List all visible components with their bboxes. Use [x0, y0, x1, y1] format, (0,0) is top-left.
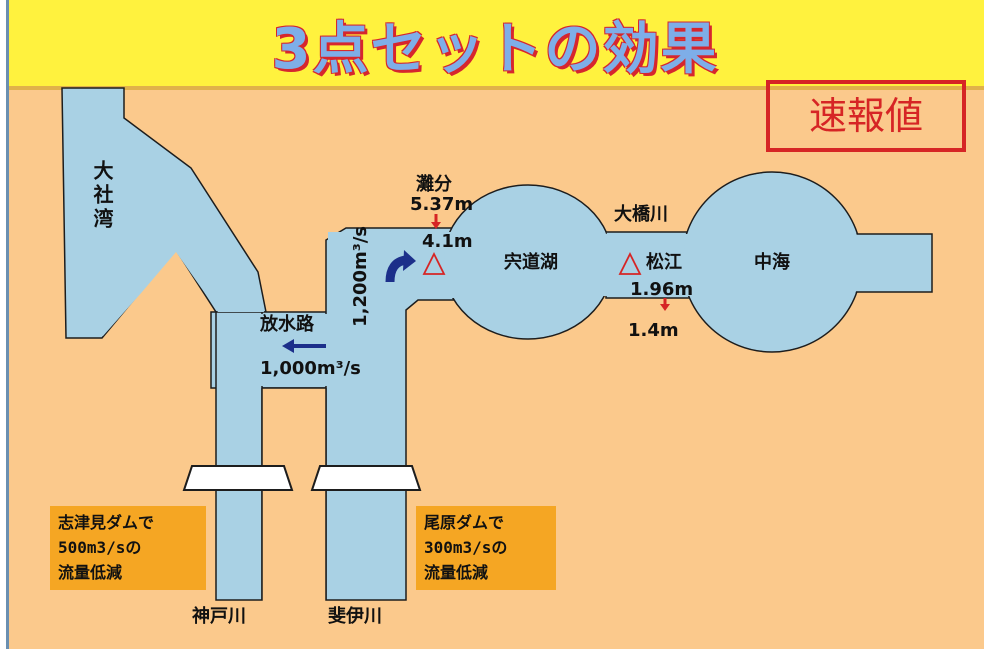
- upper-level-value: 4.1m: [422, 231, 473, 252]
- level-down-arrow-upper: [431, 214, 441, 229]
- note-line: 流量低減: [58, 563, 123, 582]
- kando-river-label: 神戸川: [192, 606, 246, 627]
- observation-point-upper: [422, 251, 446, 275]
- shitsumi-dam: [182, 465, 294, 491]
- note-line: 流量低減: [424, 563, 489, 582]
- title-band-edge: [6, 86, 984, 90]
- left-edge: [6, 0, 9, 649]
- spillway-arrow: [282, 339, 326, 353]
- matsue-label: 松江: [646, 252, 682, 273]
- note-line: 500m3/sの: [58, 538, 142, 557]
- preliminary-badge: 速報値: [766, 80, 966, 152]
- slide: 3点セットの効果 速報値 大社湾 灘分 5.37m 4.1m 宍道湖 大橋川 松…: [6, 0, 984, 649]
- title-band: [6, 0, 984, 88]
- bay-label: 大社湾: [90, 160, 114, 232]
- nada-bun-label: 灘分: [416, 174, 452, 195]
- nakaumi-label: 中海: [754, 252, 790, 273]
- matsue-level-value: 1.96m: [630, 279, 694, 300]
- obara-dam-note: 尾原ダムで 300m3/sの 流量低減: [416, 506, 556, 590]
- lake-shinji-label: 宍道湖: [504, 252, 558, 273]
- note-line: 尾原ダムで: [424, 513, 505, 532]
- land-gap: [262, 388, 326, 600]
- spillway-label: 放水路: [260, 314, 314, 335]
- nada-bun-level: 5.37m: [410, 194, 474, 215]
- note-line: 志津見ダムで: [58, 513, 155, 532]
- spillway-flow-value: 1,000m³/s: [260, 358, 361, 379]
- level-down-arrow-matsue: [660, 298, 670, 311]
- note-line: 300m3/sの: [424, 538, 508, 557]
- shitsumi-dam-note: 志津見ダムで 500m3/sの 流量低減: [50, 506, 206, 590]
- hii-flow-value: 1,200m³/s: [350, 226, 371, 327]
- lower-level-value: 1.4m: [628, 320, 679, 341]
- hii-flow-arrow: [385, 250, 416, 283]
- page-title: 3点セットの効果: [271, 17, 719, 82]
- observation-point-matsue: [618, 251, 642, 275]
- ohashi-river-label: 大橋川: [614, 204, 668, 225]
- hii-river-label: 斐伊川: [328, 606, 382, 627]
- obara-dam: [310, 465, 422, 491]
